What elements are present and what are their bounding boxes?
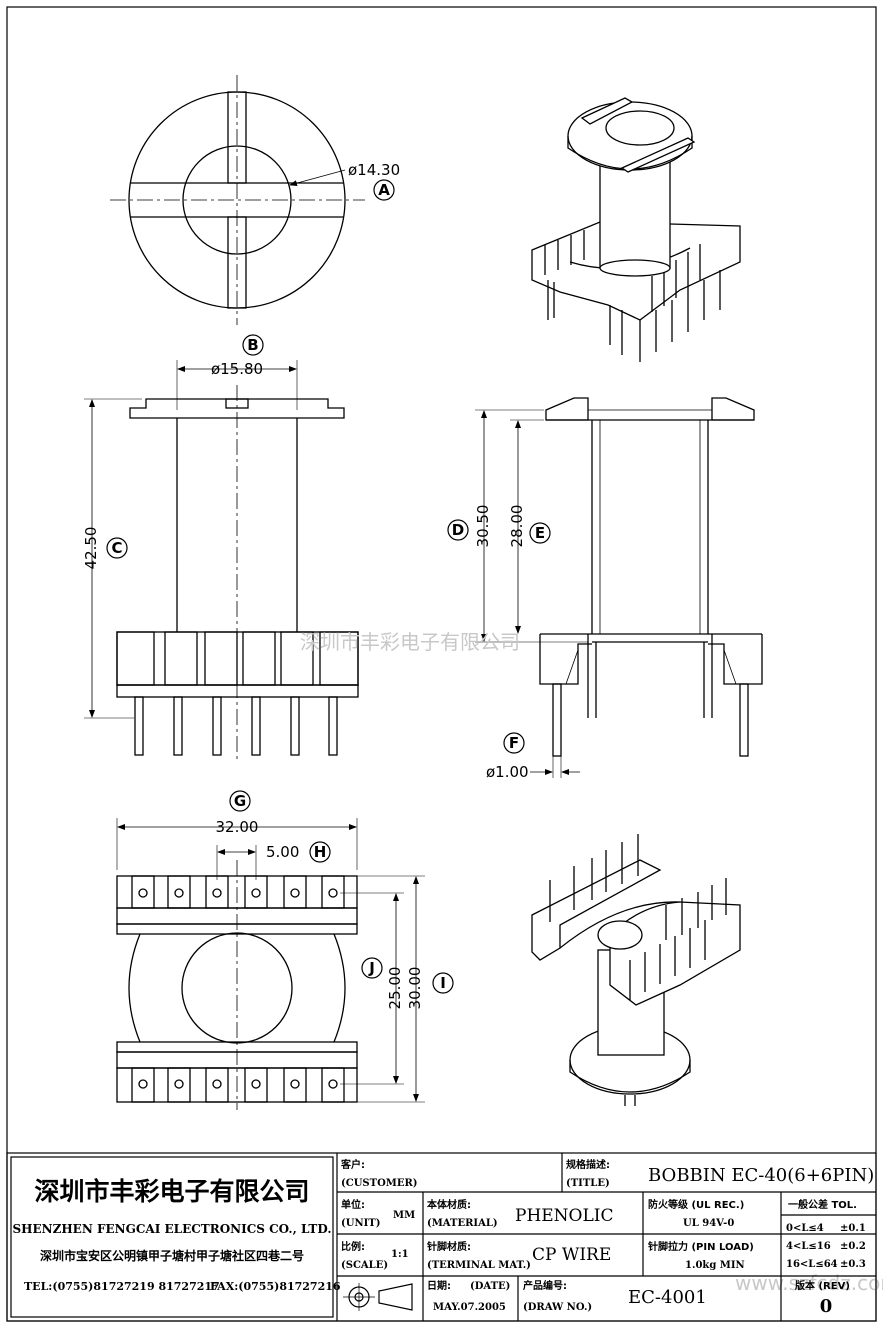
dim-g-letter: G xyxy=(229,790,251,812)
company-name-en: SHENZHEN FENGCAI ELECTRONICS CO., LTD. xyxy=(12,1222,331,1236)
dim-f-value: ø1.00 xyxy=(486,763,529,781)
dim-j-value: 25.00 xyxy=(386,967,404,1010)
title-label-cn: 规格描述: xyxy=(566,1158,610,1171)
tolerance-label: 一般公差 TOL. xyxy=(788,1198,857,1211)
date-label-en: (DATE) xyxy=(470,1281,510,1292)
dim-j-letter: J xyxy=(361,957,383,979)
company-address: 深圳市宝安区公明镇甲子塘村甲子塘社区四巷二号 xyxy=(40,1248,304,1263)
tol-value-3: ±0.3 xyxy=(840,1259,866,1270)
rev-label: 版本 (REV) xyxy=(795,1279,850,1292)
svg-text:E: E xyxy=(535,524,545,542)
front-view xyxy=(84,360,359,760)
drawing-border xyxy=(6,6,877,1322)
watermark-url: www.szfcdz.com xyxy=(735,1271,883,1295)
svg-text:F: F xyxy=(509,734,519,752)
rev-value: 0 xyxy=(820,1296,833,1317)
tol-range-2: 4<L≤16 xyxy=(786,1241,831,1252)
dim-i-value: 30.00 xyxy=(406,967,424,1010)
dim-g-value: 32.00 xyxy=(216,818,259,836)
dim-h-value: 5.00 xyxy=(266,843,299,861)
dim-h-letter: H xyxy=(309,841,331,863)
svg-text:A: A xyxy=(378,181,390,199)
drawno-label-en: (DRAW NO.) xyxy=(523,1302,592,1313)
side-view xyxy=(475,397,763,778)
dim-i-letter: I xyxy=(432,972,454,994)
dim-c-letter: C xyxy=(106,537,128,559)
svg-text:I: I xyxy=(440,974,446,992)
pinload-value: 1.0kg MIN xyxy=(685,1260,745,1271)
material-label-cn: 本体材质: xyxy=(427,1198,471,1211)
company-tel: TEL:(0755)81727219 81727217 xyxy=(24,1280,220,1293)
front-pins xyxy=(134,696,338,756)
drawno-value: EC-4001 xyxy=(628,1287,707,1308)
date-label-cn: 日期: xyxy=(427,1279,451,1292)
scale-label-en: (SCALE) xyxy=(341,1260,388,1271)
customer-label-cn: 客户: xyxy=(340,1158,365,1171)
tol-range-3: 16<L≤64 xyxy=(786,1259,838,1270)
title-block xyxy=(6,1152,877,1322)
terminal-label-cn: 针脚材质: xyxy=(427,1240,471,1253)
dim-f-letter: F xyxy=(503,732,525,754)
svg-text:J: J xyxy=(368,959,375,977)
unit-label-cn: 单位: xyxy=(341,1198,365,1211)
top-view xyxy=(110,75,365,325)
svg-text:D: D xyxy=(452,521,464,539)
dim-a-value: ø14.30 xyxy=(348,161,400,179)
unit-value: MM xyxy=(393,1210,415,1221)
drawno-label-cn: 产品编号: xyxy=(523,1279,567,1292)
customer-label-en: (CUSTOMER) xyxy=(341,1178,418,1189)
terminal-label-en: (TERMINAL MAT.) xyxy=(427,1260,531,1271)
date-value: MAY.07.2005 xyxy=(433,1302,506,1313)
terminal-value: CP WIRE xyxy=(532,1245,611,1265)
dim-b-letter: B xyxy=(242,334,264,356)
svg-text:B: B xyxy=(247,336,258,354)
company-fax: FAX:(0755)81727216 xyxy=(210,1280,341,1293)
dim-c-value: 42.50 xyxy=(82,527,100,570)
unit-label-en: (UNIT) xyxy=(341,1218,380,1229)
bottom-view xyxy=(116,818,425,1110)
svg-text:H: H xyxy=(314,843,327,861)
ul-value: UL 94V-0 xyxy=(683,1218,734,1229)
svg-text:C: C xyxy=(111,539,122,557)
watermark-text: 深圳市丰彩电子有限公司 xyxy=(300,630,520,654)
material-label-en: (MATERIAL) xyxy=(427,1218,498,1229)
tol-value-1: ±0.1 xyxy=(840,1223,866,1234)
title-value: BOBBIN EC-40(6+6PIN) xyxy=(648,1165,874,1186)
dim-d-letter: D xyxy=(447,519,469,541)
tol-range-1: 0<L≤4 xyxy=(786,1223,824,1234)
company-name-cn: 深圳市丰彩电子有限公司 xyxy=(34,1177,309,1206)
ul-label: 防火等级 (UL REC.) xyxy=(648,1198,744,1211)
isometric-view-upright xyxy=(531,97,741,362)
dim-a-letter: A xyxy=(373,179,395,201)
scale-value: 1:1 xyxy=(391,1249,409,1260)
svg-text:G: G xyxy=(234,792,246,810)
tol-value-2: ±0.2 xyxy=(840,1241,866,1252)
pinload-label: 针脚拉力 (PIN LOAD) xyxy=(648,1240,754,1253)
isometric-view-inverted xyxy=(531,834,741,1106)
title-label-en: (TITLE) xyxy=(566,1178,610,1189)
dim-e-letter: E xyxy=(529,522,551,544)
material-value: PHENOLIC xyxy=(515,1206,614,1226)
dim-e-value: 28.00 xyxy=(508,505,526,548)
dim-b-value: ø15.80 xyxy=(211,360,263,378)
scale-label-cn: 比例: xyxy=(341,1240,365,1253)
dim-d-value: 30.50 xyxy=(474,505,492,548)
